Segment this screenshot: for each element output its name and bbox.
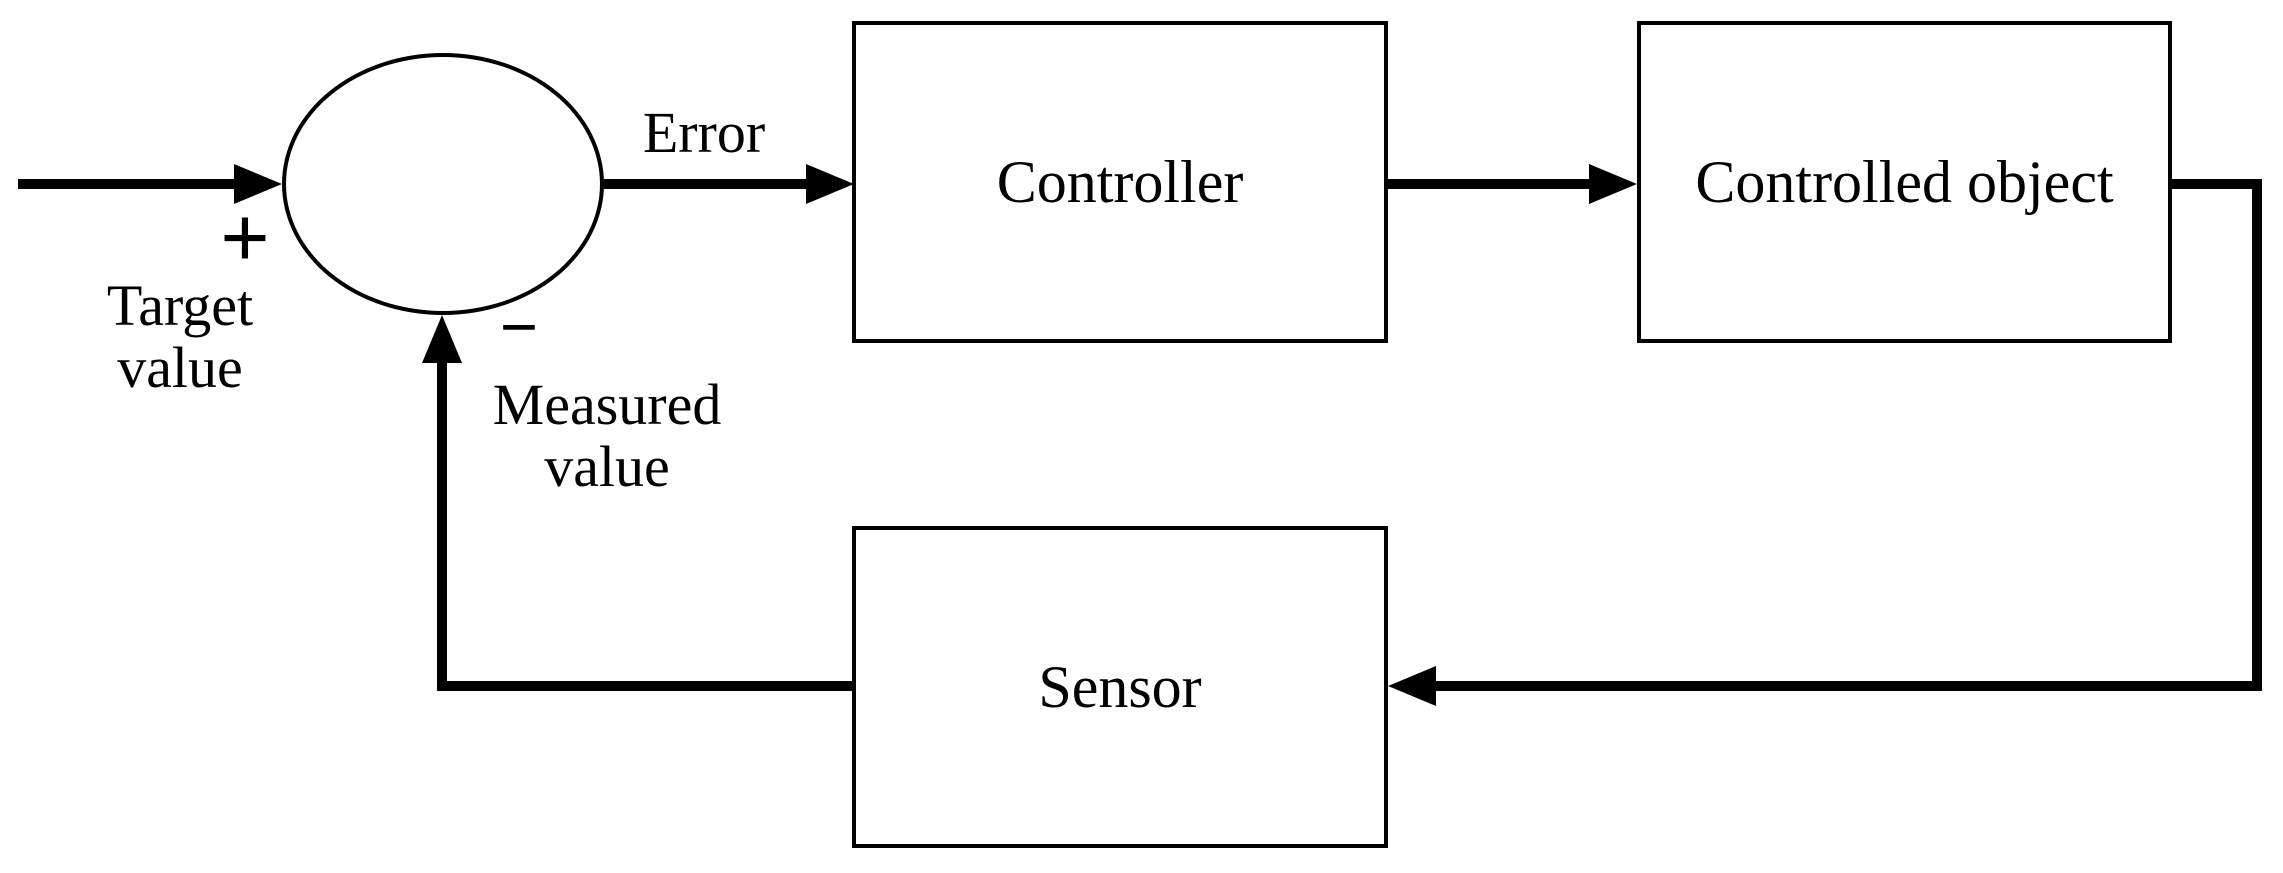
plant-output-line-horizontal (2172, 179, 2262, 189)
plus-sign: + (219, 190, 271, 287)
controlled-object-line1: Controlled (1695, 149, 1953, 215)
sensor-block: Sensor (852, 526, 1388, 848)
controlled-object-line2: object (1967, 149, 2114, 215)
sensor-input-arrowhead-icon (1388, 666, 1436, 706)
measured-value-arrowhead-icon (422, 315, 462, 363)
target-input-arrowhead-icon (234, 164, 282, 204)
error-arrowhead-icon (806, 164, 854, 204)
target-value-line1: Target (106, 273, 254, 338)
controller-label: Controller (996, 149, 1244, 215)
measured-value-line1: Measured (492, 372, 722, 437)
feedback-line-vertical-left (437, 363, 447, 691)
target-input-line (18, 179, 238, 189)
target-value-line2: value (117, 335, 243, 400)
controller-output-line (1388, 179, 1593, 189)
feedback-line-horizontal-right (1436, 681, 2262, 691)
controlled-object-block: Controlled object (1637, 21, 2172, 343)
controller-output-arrowhead-icon (1589, 164, 1637, 204)
error-line (604, 179, 810, 189)
sensor-label: Sensor (1038, 654, 1202, 720)
controller-block: Controller (852, 21, 1388, 343)
summing-junction-circle (282, 53, 604, 315)
feedback-line-vertical-right (2252, 179, 2262, 691)
measured-value-label: Measured value (447, 374, 767, 498)
feedback-line-horizontal-left (437, 681, 852, 691)
target-value-label: Target value (60, 275, 300, 399)
error-label: Error (642, 100, 766, 165)
measured-value-line2: value (544, 434, 670, 499)
controlled-object-label: Controlled object (1695, 149, 2113, 215)
minus-sign: − (499, 289, 539, 365)
